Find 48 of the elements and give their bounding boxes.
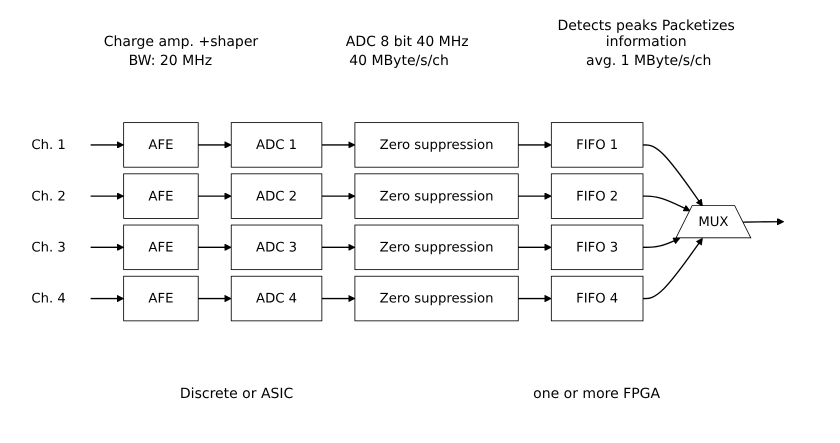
arrow <box>90 142 124 149</box>
arrow <box>518 192 552 200</box>
node-text: Ch. 1 <box>31 136 66 153</box>
arrow <box>322 142 356 149</box>
brace-label: Discrete or ASIC <box>180 386 294 402</box>
node-box: ADC 2 <box>230 174 322 220</box>
stage-description: ADC 8 bit 40 MHz <box>346 34 469 50</box>
arrow <box>743 218 784 226</box>
node-box: ADC 3 <box>230 224 322 270</box>
arrow <box>90 192 124 200</box>
arrow <box>643 144 703 207</box>
data-rate-label: BW: 20 MHz <box>128 53 212 69</box>
node-box: AFE <box>123 276 199 322</box>
node-box: AFE <box>123 122 199 168</box>
arrow <box>198 295 232 302</box>
arrow <box>322 192 356 200</box>
arrow <box>643 196 690 212</box>
node-text: Ch. 2 <box>31 188 66 204</box>
arrow <box>643 238 703 300</box>
arrow <box>322 295 356 302</box>
arrow <box>518 295 552 302</box>
data-rate-label: 40 MByte/s/ch <box>349 53 449 69</box>
node-box: Zero suppression <box>354 224 519 270</box>
node-box: AFE <box>123 174 199 220</box>
arrow <box>90 244 124 252</box>
arrow <box>643 238 680 248</box>
arrow <box>518 142 552 149</box>
node-box: FIFO 4 <box>550 276 644 322</box>
node-box: ADC 1 <box>230 122 322 168</box>
node-box: Zero suppression <box>354 276 519 322</box>
node-box: AFE <box>123 224 199 270</box>
stage-description: Charge amp. +shaper <box>104 34 258 50</box>
node-text: Ch. 3 <box>31 239 66 256</box>
brace-label: one or more FPGA <box>533 386 660 402</box>
node-box: FIFO 3 <box>550 224 644 270</box>
node-box: FIFO 1 <box>550 122 644 168</box>
arrow <box>198 192 232 200</box>
node-box: ADC 4 <box>230 276 322 322</box>
arrow <box>322 244 356 252</box>
node-box: FIFO 2 <box>550 174 644 220</box>
data-rate-label: avg. 1 MByte/s/ch <box>586 53 712 69</box>
arrow <box>518 244 552 252</box>
arrow <box>198 244 232 252</box>
node-text: Ch. 4 <box>31 290 66 306</box>
node-box: Zero suppression <box>354 174 519 220</box>
arrow <box>90 295 124 302</box>
node-box: Zero suppression <box>354 122 519 168</box>
arrow <box>198 142 232 149</box>
